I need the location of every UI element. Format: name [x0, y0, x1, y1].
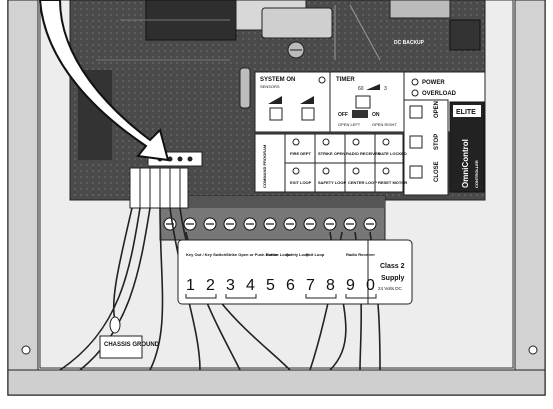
terminal-group-label: Radio Receiver	[346, 252, 375, 257]
radio-receiver-led	[352, 138, 360, 146]
command-program-label: COMMAND PROGRAM	[262, 144, 267, 188]
timer-label: TIMER	[336, 77, 355, 83]
open-right-label: OPEN RIGHT	[372, 122, 397, 127]
system-on-led	[318, 76, 326, 84]
terminal-screws	[163, 217, 377, 231]
open-left-label: OPEN LEFT	[338, 122, 361, 127]
stop-label: STOP	[434, 134, 440, 150]
sensors-label: SENSORS	[260, 84, 280, 89]
terminal-group-label: Exit Loop	[306, 252, 325, 257]
terminal-group-label: Key Out / Key Switch	[186, 252, 227, 257]
reset-motor-led	[382, 167, 390, 175]
arrow-icon	[38, 0, 170, 162]
gate-locked-label: GATE LOCKED	[378, 151, 407, 156]
terminal-number: 0	[366, 277, 375, 294]
fire-dept-label: FIRE DEPT	[290, 151, 311, 156]
terminal-bracket	[225, 294, 257, 299]
safety-loop-led	[322, 167, 330, 175]
off-label: OFF	[338, 112, 348, 118]
terminal-group-label: Safety Loop	[286, 252, 309, 257]
terminal-number: 1	[186, 277, 195, 294]
timer-dial[interactable]	[355, 95, 371, 109]
supply-volts: 24 Volts DC	[378, 286, 403, 291]
on-label: ON	[372, 112, 380, 118]
indicator-grid: COMMAND PROGRAM FIRE DEPT STRIKE OPEN RA…	[254, 133, 407, 193]
exit-loop-led	[292, 167, 300, 175]
open-button[interactable]	[409, 105, 423, 119]
dc-backup-label: DC BACKUP	[394, 40, 425, 46]
supply-sub: Supply	[381, 275, 404, 282]
mounting-hole-right	[528, 345, 538, 355]
strike-open-label: STRIKE OPEN	[318, 151, 345, 156]
chassis-ground-label-box: CHASSIS GROUND	[99, 335, 160, 359]
sensor-dial-1[interactable]	[269, 107, 283, 121]
stop-button[interactable]	[409, 135, 423, 149]
reset-motor-label: RESET MOTOR	[378, 180, 407, 185]
terminal-number: 3	[226, 277, 235, 294]
overload-led	[411, 89, 419, 97]
overload-label: OVERLOAD	[422, 91, 457, 97]
control-button-panel: OPEN STOP CLOSE ELITE OmniControl CONTRO…	[403, 99, 485, 196]
open-label: OPEN	[434, 101, 440, 118]
terminal-number: 7	[306, 277, 315, 294]
terminal-number: 8	[326, 277, 335, 294]
sensor-dial-2[interactable]	[301, 107, 315, 121]
close-label: CLOSE	[434, 161, 440, 182]
power-led	[411, 78, 419, 86]
model-label: OmniControl	[461, 139, 470, 188]
terminal-number: 6	[286, 277, 295, 294]
terminal-number: 5	[266, 277, 275, 294]
system-on-label: SYSTEM ON	[260, 77, 295, 83]
safety-loop-label: SAFETY LOOP	[318, 180, 346, 185]
center-loop-label: CENTER LOOP	[348, 180, 377, 185]
radio-receiver-label: RADIO RECEIVER	[346, 151, 381, 156]
terminal-bracket	[185, 294, 217, 299]
supply-title: Class 2	[380, 263, 405, 270]
power-label: POWER	[422, 80, 445, 86]
exit-loop-label: EXIT LOOP	[290, 180, 312, 185]
strike-open-led	[322, 138, 330, 146]
timer-min: 60	[358, 86, 364, 92]
terminal-bracket	[305, 294, 337, 299]
mounting-hole-left	[21, 345, 31, 355]
center-loop-led	[352, 167, 360, 175]
terminal-number: 4	[246, 277, 255, 294]
timer-max: 3	[384, 86, 387, 92]
close-button[interactable]	[409, 165, 423, 179]
elite-logo	[453, 105, 481, 117]
gate-locked-led	[382, 138, 390, 146]
mode-switch[interactable]	[352, 110, 368, 118]
ground-lug	[109, 316, 121, 334]
terminal-bracket	[345, 294, 377, 299]
model-sub-label: CONTROLLER	[474, 160, 479, 188]
terminal-number: 2	[206, 277, 215, 294]
fire-dept-led	[292, 138, 300, 146]
brand-label: ELITE	[456, 109, 476, 116]
chassis-ground-label: CHASSIS GROUND	[104, 342, 160, 348]
terminal-group-label: Center Loop	[266, 252, 290, 257]
terminal-number: 9	[346, 277, 355, 294]
terminal-group-label: Strike Open or Push Button	[226, 252, 279, 257]
